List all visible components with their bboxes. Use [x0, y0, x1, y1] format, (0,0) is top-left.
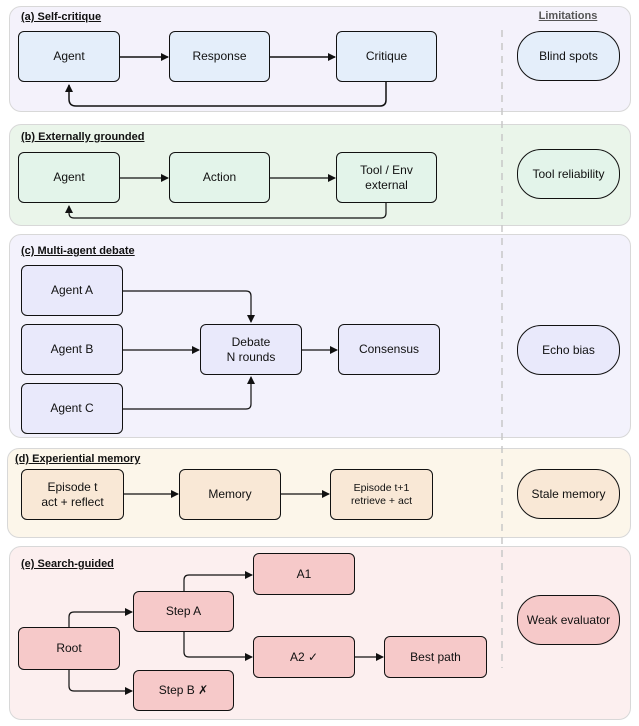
node-a1: A1: [253, 553, 355, 595]
node-agent-b: Agent B: [21, 324, 123, 375]
panel-title-multi-agent-debate: (c) Multi-agent debate: [21, 245, 135, 257]
node-step-a: Step A: [133, 591, 234, 632]
arrow-root-to-step-a: [68, 608, 133, 627]
panel-title-search-guided: (e) Search-guided: [21, 558, 114, 570]
node-memory: Memory: [179, 469, 281, 520]
limitation-tool-reliability: Tool reliability: [517, 149, 620, 199]
node-agent-a: Agent A: [21, 265, 123, 316]
node-agent: Agent: [18, 31, 120, 82]
arrow-agent-a-to-debate: [123, 290, 255, 323]
node-response: Response: [169, 31, 270, 82]
node-best-path: Best path: [384, 636, 487, 678]
arrow-tool-feedback: [65, 203, 387, 219]
node-critique: Critique: [336, 31, 437, 82]
node-agent-c: Agent C: [21, 383, 123, 434]
node-agent: Agent: [18, 152, 120, 203]
limitation-echo-bias: Echo bias: [517, 325, 620, 375]
arrow-step-a-to-a1: [183, 571, 253, 591]
node-a2: A2 ✓: [253, 636, 355, 678]
limitation-blind-spots: Blind spots: [517, 31, 620, 81]
limitation-weak-evaluator: Weak evaluator: [517, 595, 620, 645]
panel-title-self-critique: (a) Self-critique: [21, 11, 102, 23]
arrow-root-to-step-b: [68, 670, 133, 695]
panel-title-externally-grounded: (b) Externally grounded: [21, 131, 145, 143]
node-root: Root: [18, 627, 120, 670]
limitations-header: Limitations: [538, 10, 598, 22]
node-episode-t: Episode t act + reflect: [21, 469, 124, 520]
node-consensus: Consensus: [338, 324, 440, 375]
limitation-stale-memory: Stale memory: [517, 469, 620, 519]
node-debate: Debate N rounds: [200, 324, 302, 375]
arrow-agent-c-to-debate: [123, 376, 255, 410]
node-action: Action: [169, 152, 270, 203]
node-tool-env: Tool / Env external: [336, 152, 437, 203]
panel-title-experiential-memory: (d) Experiential memory: [15, 453, 141, 465]
arrow-critique-feedback: [65, 82, 387, 107]
node-step-b: Step B ✗: [133, 670, 234, 711]
arrow-step-a-to-a2: [183, 632, 253, 661]
node-episode-t-plus-1: Episode t+1 retrieve + act: [330, 469, 433, 520]
